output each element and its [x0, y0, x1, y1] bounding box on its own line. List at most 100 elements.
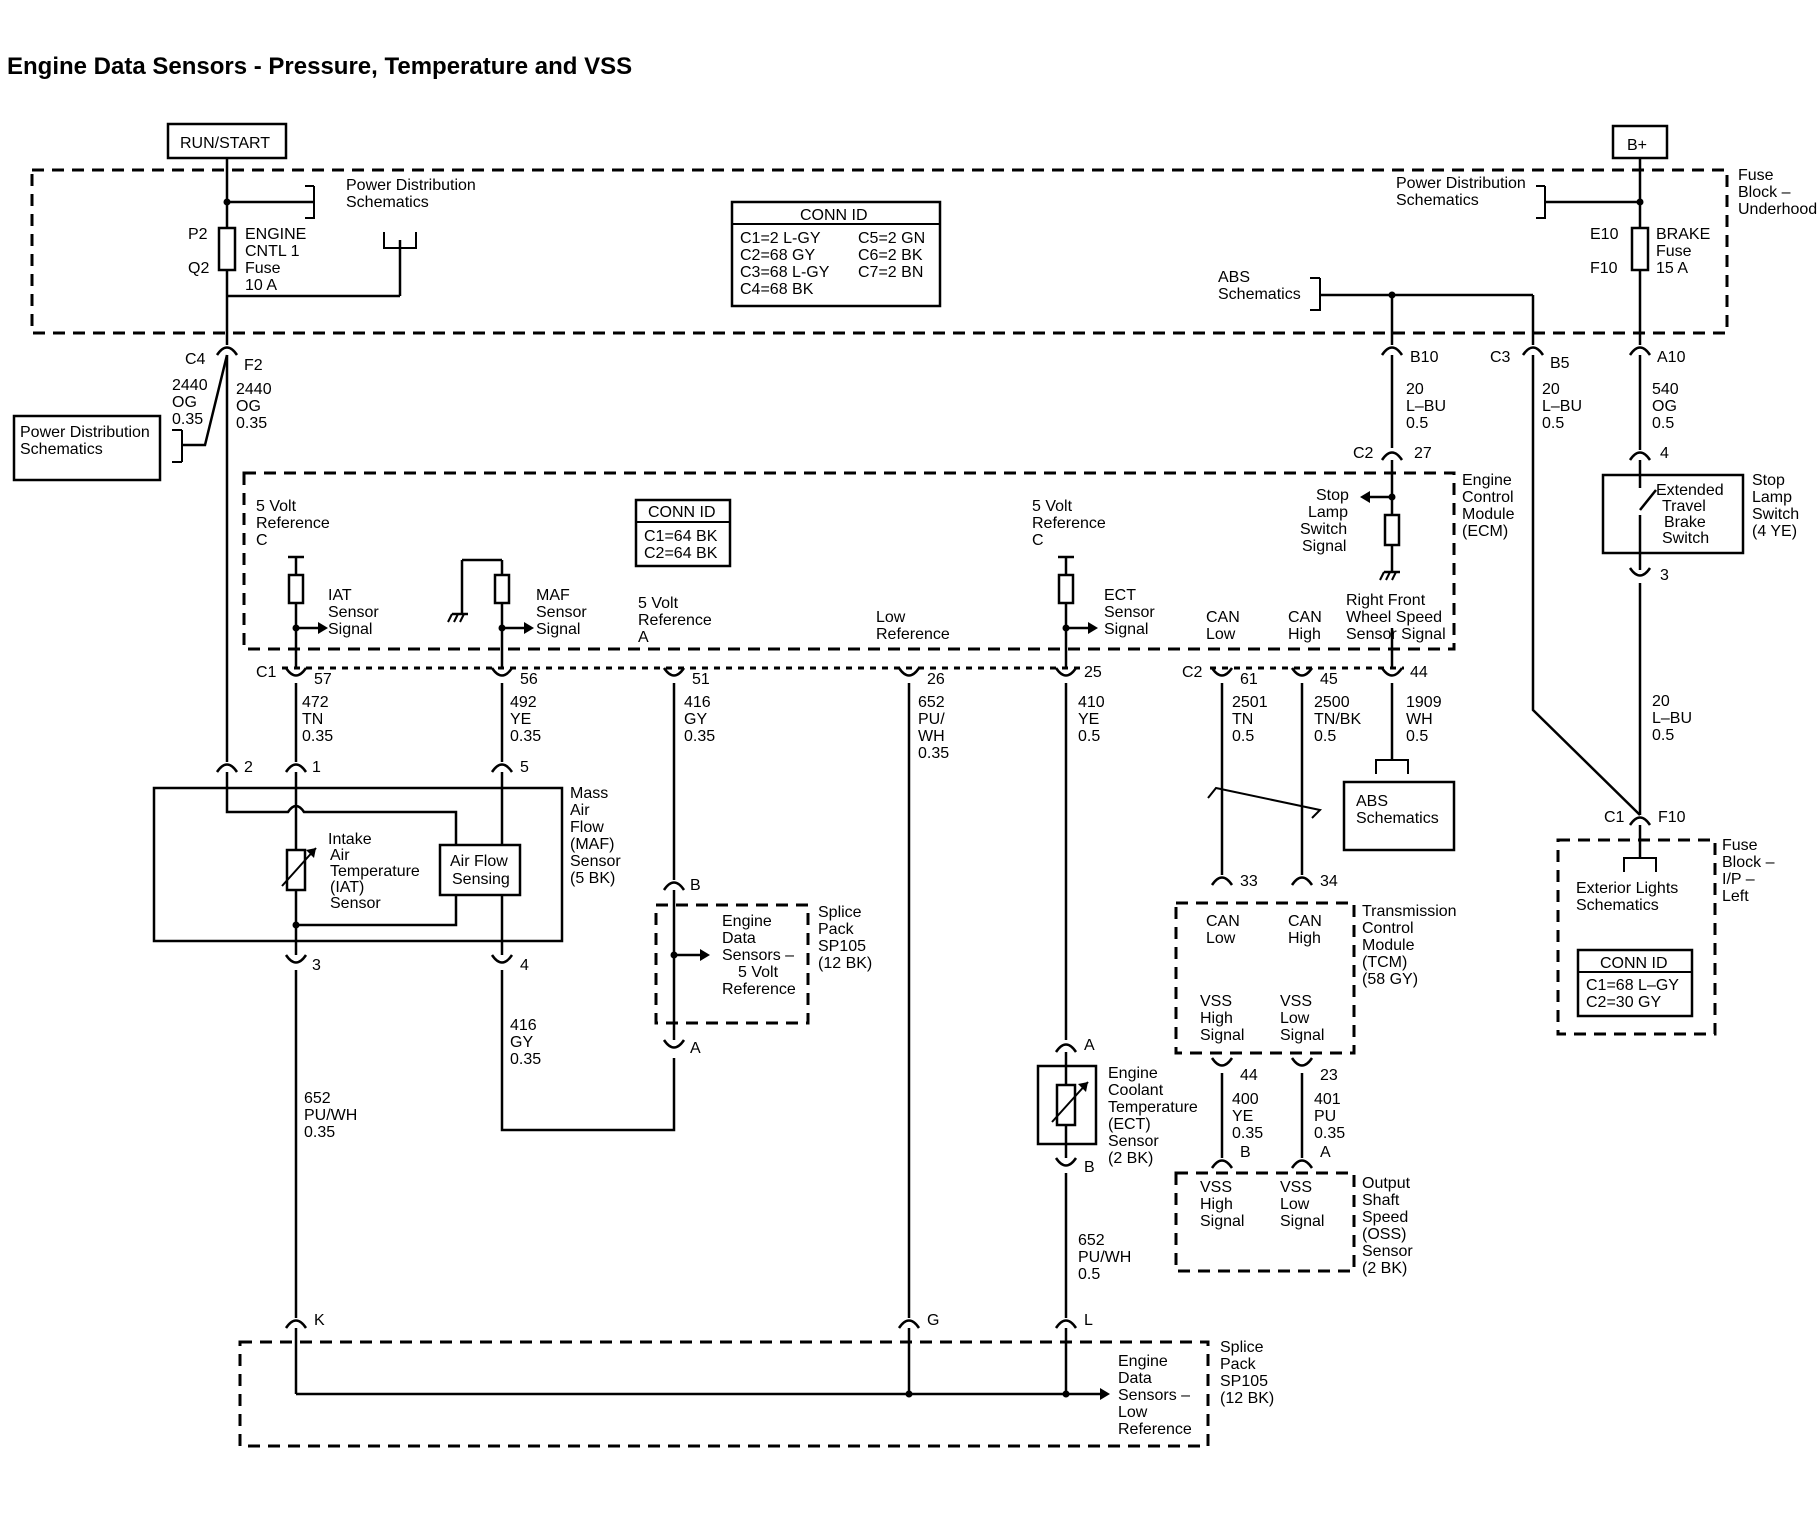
svg-text:Module: Module [1462, 506, 1515, 523]
svg-text:Fuse: Fuse [1722, 837, 1758, 854]
svg-text:Fuse: Fuse [245, 260, 281, 277]
svg-text:Sensors –: Sensors – [722, 947, 794, 964]
svg-text:Sensor: Sensor [570, 853, 621, 870]
svg-text:Lamp: Lamp [1308, 504, 1348, 521]
svg-text:Signal: Signal [1200, 1213, 1244, 1230]
svg-text:A: A [1084, 1037, 1095, 1054]
svg-text:Extended: Extended [1656, 482, 1724, 499]
svg-text:Travel: Travel [1662, 498, 1706, 515]
svg-text:5 Volt: 5 Volt [1032, 498, 1073, 515]
pds-right-label: Power Distribution Schematics [1396, 175, 1526, 209]
svg-text:C4=68 BK: C4=68 BK [740, 281, 814, 298]
svg-text:VSS: VSS [1280, 1179, 1312, 1196]
svg-text:51: 51 [692, 671, 710, 688]
svg-text:IAT: IAT [328, 587, 352, 604]
svg-text:Schematics: Schematics [20, 441, 103, 458]
svg-text:Sensor: Sensor [536, 604, 587, 621]
svg-text:57: 57 [314, 671, 332, 688]
ext-lights-label: Exterior Lights Schematics [1576, 880, 1678, 914]
ecm-stop-lamp-circuit [1360, 460, 1401, 668]
svg-text:Output: Output [1362, 1175, 1411, 1192]
ect-sensor-box [1036, 1052, 1098, 1158]
svg-text:Flow: Flow [570, 819, 604, 836]
svg-text:4: 4 [520, 957, 529, 974]
svg-text:5: 5 [520, 759, 529, 776]
svg-text:Sensor: Sensor [1362, 1243, 1413, 1260]
svg-text:Module: Module [1362, 937, 1415, 954]
wire-652-low-ref-label: 652 PU/ WH 0.35 [918, 694, 949, 762]
svg-text:WH: WH [1406, 711, 1433, 728]
svg-text:Power Distribution: Power Distribution [20, 424, 150, 441]
svg-text:(5 BK): (5 BK) [570, 870, 615, 887]
ecm-conn-id-table: CONN ID C1=64 BK C2=64 BK [634, 498, 732, 568]
ecm-5v-ref-c-right-label: 5 Volt Reference C [1032, 498, 1106, 549]
svg-text:Sensor: Sensor [328, 604, 379, 621]
svg-text:B: B [1240, 1144, 1251, 1161]
svg-text:0.35: 0.35 [304, 1124, 335, 1141]
svg-text:410: 410 [1078, 694, 1105, 711]
svg-text:Right Front: Right Front [1346, 592, 1426, 609]
svg-text:PU/: PU/ [918, 711, 945, 728]
svg-text:(OSS): (OSS) [1362, 1226, 1406, 1243]
svg-text:(MAF): (MAF) [570, 836, 614, 853]
fuse-block-underhood-label: Fuse Block – Underhood [1738, 167, 1817, 218]
svg-text:0.35: 0.35 [684, 728, 715, 745]
twisted-pair-mark [1207, 786, 1323, 819]
svg-text:Reference: Reference [1032, 515, 1106, 532]
svg-text:416: 416 [510, 1017, 537, 1034]
svg-text:Left: Left [1722, 888, 1749, 905]
svg-text:SP105: SP105 [818, 938, 866, 955]
svg-text:Speed: Speed [1362, 1209, 1408, 1226]
svg-text:Exterior Lights: Exterior Lights [1576, 880, 1678, 897]
svg-text:Schematics: Schematics [1396, 192, 1479, 209]
svg-text:TN: TN [1232, 711, 1253, 728]
ecm-maf-circuit [447, 558, 534, 668]
run-start-circuit [217, 158, 417, 345]
svg-text:27: 27 [1414, 445, 1432, 462]
svg-text:Data: Data [722, 930, 756, 947]
svg-text:34: 34 [1320, 873, 1338, 890]
svg-text:G: G [927, 1312, 939, 1329]
ecm-5v-ref-c-left-label: 5 Volt Reference C [256, 498, 330, 549]
svg-text:Sensing: Sensing [452, 871, 510, 888]
svg-text:C1=68 L–GY: C1=68 L–GY [1586, 977, 1679, 994]
svg-text:L–BU: L–BU [1542, 398, 1582, 415]
svg-text:High: High [1200, 1010, 1233, 1027]
svg-text:23: 23 [1320, 1067, 1338, 1084]
svg-text:0.5: 0.5 [1542, 415, 1564, 432]
svg-text:Stop: Stop [1752, 472, 1785, 489]
svg-text:Power Distribution: Power Distribution [346, 177, 476, 194]
rf-wheel-speed-label: Right Front Wheel Speed Sensor Signal [1346, 592, 1446, 643]
svg-text:WH: WH [918, 728, 945, 745]
svg-text:Sensors –: Sensors – [1118, 1387, 1190, 1404]
svg-text:C: C [256, 532, 268, 549]
svg-text:Lamp: Lamp [1752, 489, 1792, 506]
svg-text:ENGINE: ENGINE [245, 226, 306, 243]
ect-sensor-label: Engine Coolant Temperature (ECT) Sensor … [1108, 1065, 1198, 1167]
tcm-boundary [1174, 901, 1356, 1055]
svg-text:652: 652 [304, 1090, 331, 1107]
svg-text:C2=68 GY: C2=68 GY [740, 247, 815, 264]
svg-text:Switch: Switch [1752, 506, 1799, 523]
svg-text:2501: 2501 [1232, 694, 1268, 711]
svg-text:Signal: Signal [1302, 538, 1346, 555]
svg-text:(12 BK): (12 BK) [818, 955, 872, 972]
svg-text:Data: Data [1118, 1370, 1152, 1387]
svg-text:High: High [1288, 626, 1321, 643]
svg-text:C1=2 L-GY: C1=2 L-GY [740, 230, 821, 247]
svg-text:Reference: Reference [876, 626, 950, 643]
fuse-block-ip-boundary [1556, 838, 1717, 1036]
svg-text:33: 33 [1240, 873, 1258, 890]
svg-text:Temperature: Temperature [330, 863, 420, 880]
svg-text:Pack: Pack [1220, 1356, 1257, 1373]
svg-text:0.5: 0.5 [1314, 728, 1336, 745]
svg-text:652: 652 [1078, 1232, 1105, 1249]
splice-low-inner-label: Engine Data Sensors – Low Reference [1118, 1353, 1192, 1438]
wire-416-maf-label: 416 GY 0.35 [510, 1017, 541, 1068]
svg-text:Sensor Signal: Sensor Signal [1346, 626, 1446, 643]
svg-text:CONN ID: CONN ID [1600, 955, 1668, 972]
svg-text:CONN ID: CONN ID [800, 207, 868, 224]
wire-2500-label: 2500 TN/BK 0.5 [1314, 694, 1361, 745]
svg-text:YE: YE [1078, 711, 1099, 728]
svg-text:Splice: Splice [818, 904, 862, 921]
